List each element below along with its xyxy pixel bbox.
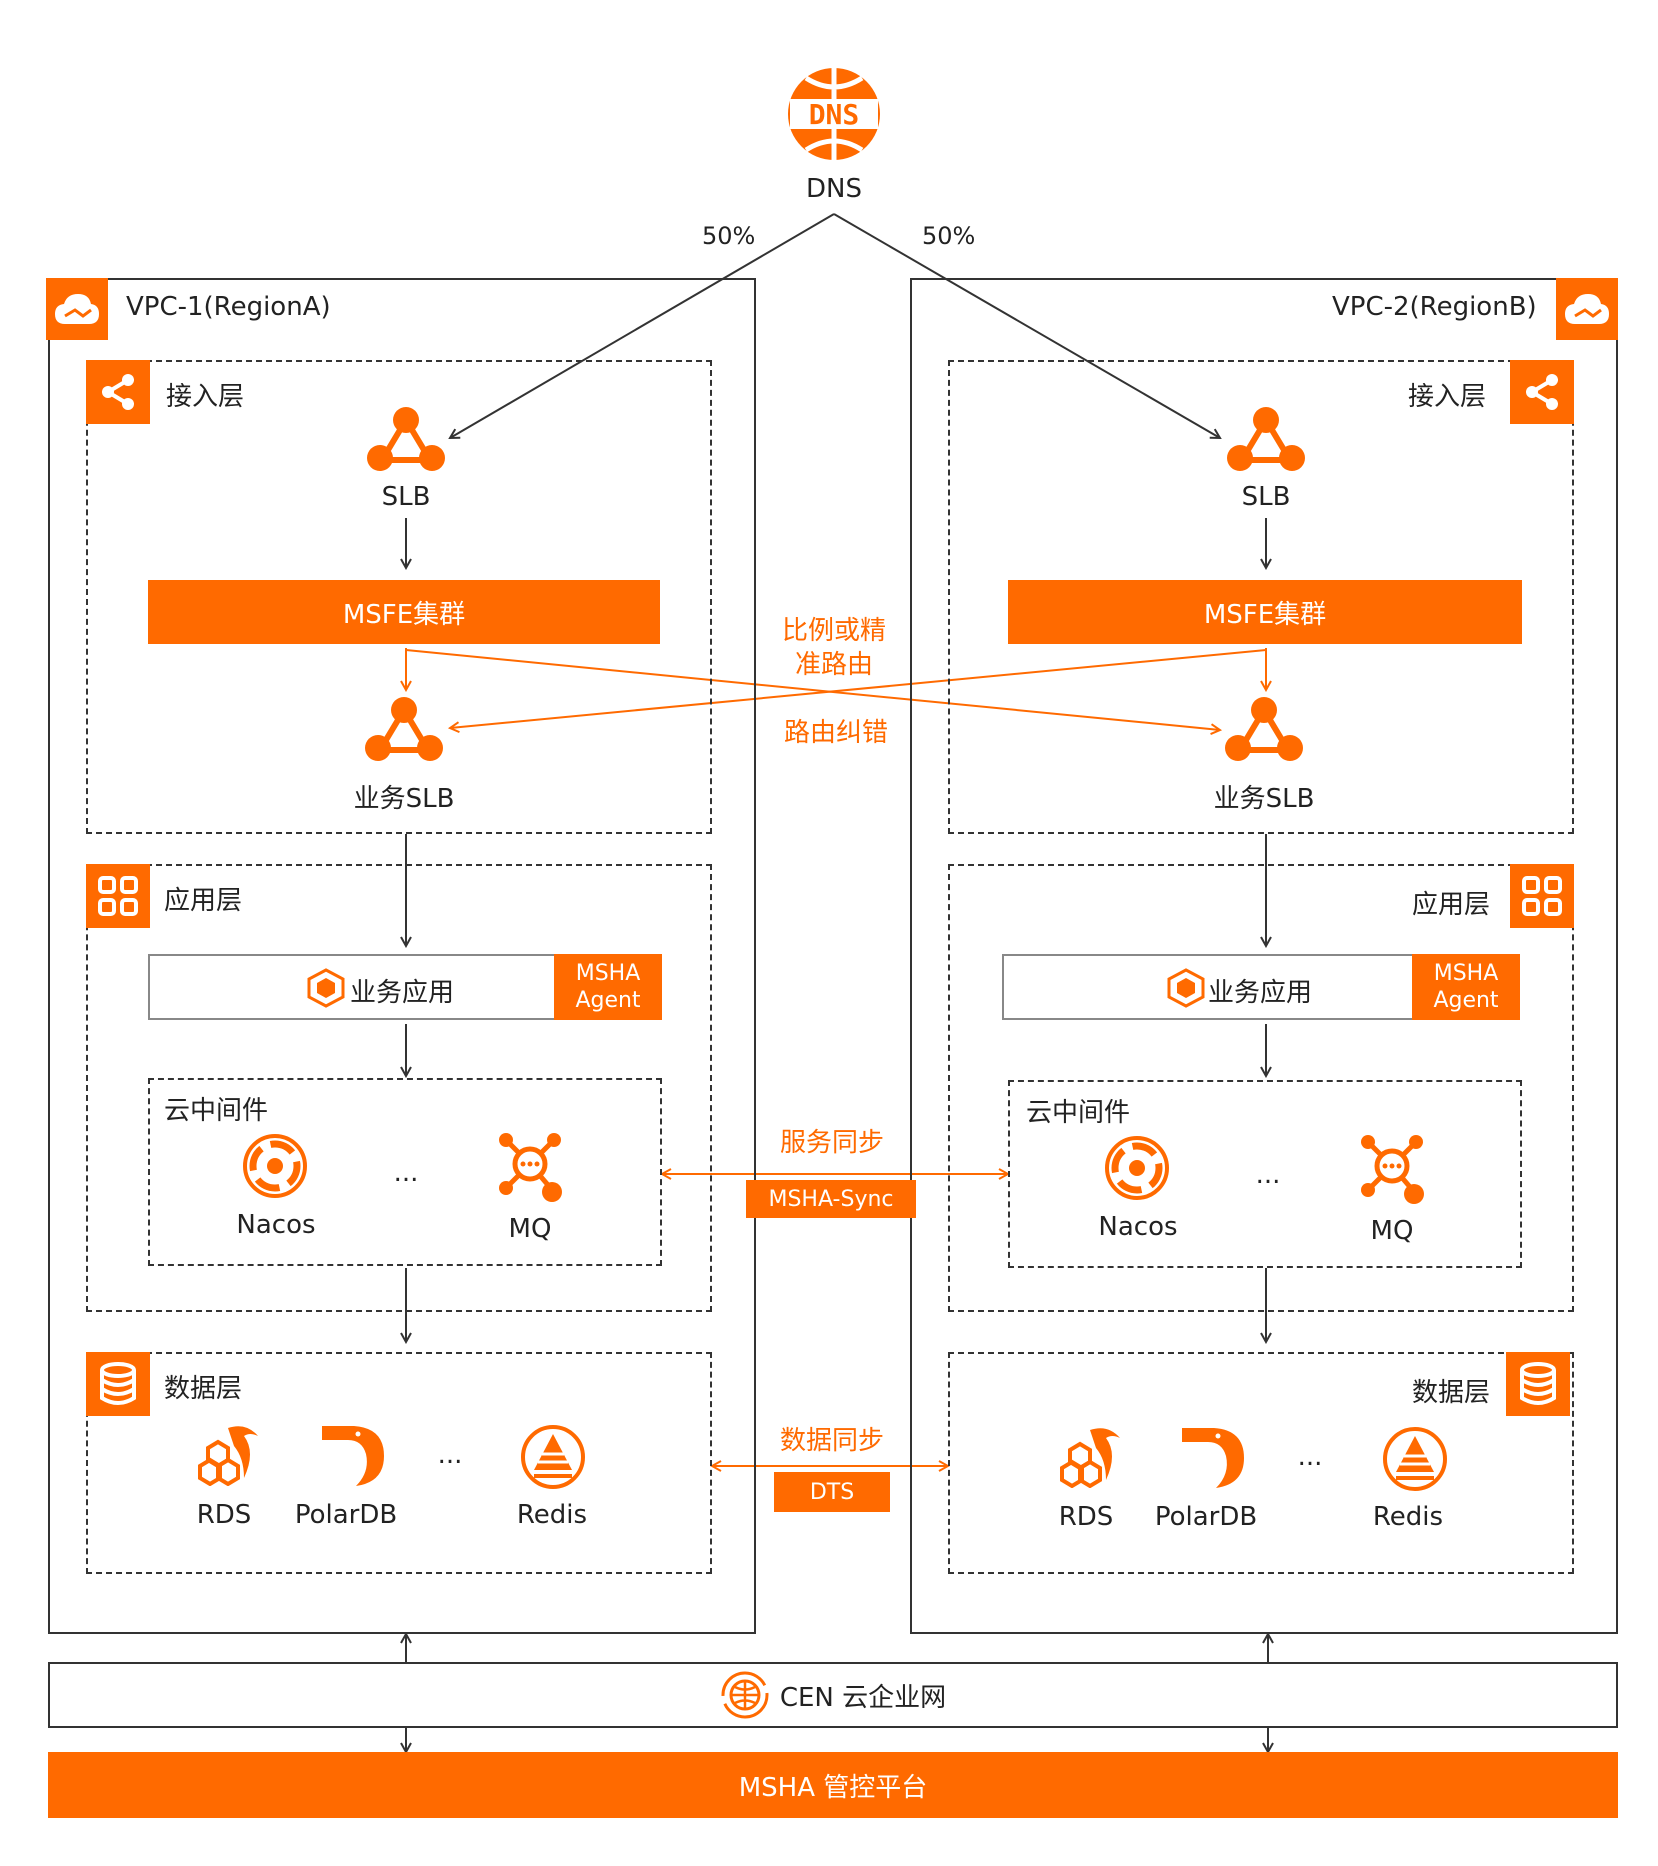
right-redis-label: Redis xyxy=(1372,1502,1444,1532)
dns-globe-icon: DNS xyxy=(788,68,880,160)
left-app-badge xyxy=(86,864,150,928)
vpc-left-cloud-badge xyxy=(46,278,108,340)
right-slb-label: SLB xyxy=(1241,482,1291,512)
routing-label-line2: 准路由 xyxy=(794,650,874,680)
right-middleware-box xyxy=(1008,1080,1522,1268)
route-fix-label: 路由纠错 xyxy=(783,718,889,748)
database-icon xyxy=(100,1362,136,1405)
cen-label: CEN 云企业网 xyxy=(779,1682,947,1713)
right-biz-slb-label: 业务SLB xyxy=(1213,784,1315,814)
mq-icon xyxy=(499,1133,562,1202)
cloud-icon xyxy=(1565,294,1609,324)
right-data-ellipsis: ... xyxy=(1297,1442,1323,1472)
right-rds-label: RDS xyxy=(1058,1502,1114,1532)
database-icon xyxy=(1520,1362,1556,1405)
agent-line2: Agent xyxy=(575,988,641,1013)
right-slb-icon xyxy=(1227,407,1305,471)
share-icon xyxy=(102,374,134,410)
grid-icon xyxy=(1522,876,1562,916)
right-split-percent: 50% xyxy=(922,222,976,250)
svg-text:DNS: DNS xyxy=(809,98,860,131)
left-mq-label: MQ xyxy=(508,1214,552,1244)
left-msfe-cluster: MSFE集群 xyxy=(148,580,660,644)
cube-icon xyxy=(1167,968,1205,1008)
left-data-ellipsis: ... xyxy=(437,1440,463,1470)
vpc-right-title: VPC-2(RegionB) xyxy=(1332,292,1537,322)
agent-line1: MSHA xyxy=(575,961,641,986)
right-access-title: 接入层 xyxy=(1408,382,1487,412)
left-middleware-title: 云中间件 xyxy=(164,1096,269,1126)
dns-label: DNS xyxy=(806,174,862,204)
left-biz-slb-label: 业务SLB xyxy=(353,784,455,814)
right-access-badge xyxy=(1510,360,1574,424)
left-slb-label: SLB xyxy=(381,482,431,512)
dts-tag: DTS xyxy=(774,1472,890,1512)
right-data-layer xyxy=(948,1352,1574,1574)
msha-sync-tag: MSHA-Sync xyxy=(746,1180,916,1218)
left-nacos-label: Nacos xyxy=(236,1210,316,1240)
left-middleware-ellipsis: ... xyxy=(393,1158,419,1188)
left-app-layer xyxy=(86,864,712,1312)
rds-icon xyxy=(1060,1428,1120,1488)
left-access-layer xyxy=(86,360,712,834)
agent-line1: MSHA xyxy=(1433,961,1499,986)
left-polardb-label: PolarDB xyxy=(294,1500,398,1530)
left-redis-label: Redis xyxy=(516,1500,588,1530)
cloud-icon xyxy=(55,294,99,324)
vpc-right-cloud-badge xyxy=(1556,278,1618,340)
cube-icon xyxy=(307,968,345,1008)
right-middleware-ellipsis: ... xyxy=(1255,1160,1281,1190)
left-middleware-box xyxy=(148,1078,662,1266)
nacos-icon xyxy=(243,1134,307,1198)
left-app-title: 应用层 xyxy=(164,886,243,916)
agent-line2: Agent xyxy=(1433,988,1499,1013)
cen-globe-icon xyxy=(721,1671,769,1719)
rds-icon xyxy=(198,1426,258,1486)
vpc-left-title: VPC-1(RegionA) xyxy=(126,292,331,322)
right-app-badge xyxy=(1510,864,1574,928)
left-biz-slb-icon xyxy=(365,697,443,761)
right-nacos-label: Nacos xyxy=(1098,1212,1178,1242)
vpc-left-box xyxy=(48,278,756,1634)
redis-icon xyxy=(521,1425,585,1489)
grid-icon xyxy=(98,876,138,916)
msha-platform-bar: MSHA 管控平台 xyxy=(48,1752,1618,1818)
redis-icon xyxy=(1383,1427,1447,1491)
vpc-right-box xyxy=(910,278,1618,1634)
cen-bar: CEN 云企业网 xyxy=(48,1662,1618,1728)
polardb-icon xyxy=(322,1426,384,1486)
left-split-percent: 50% xyxy=(702,222,756,250)
right-middleware-title: 云中间件 xyxy=(1026,1098,1131,1128)
right-biz-app-label: 业务应用 xyxy=(1208,978,1313,1008)
mq-icon xyxy=(1361,1135,1424,1204)
left-data-badge xyxy=(86,1352,150,1416)
share-icon xyxy=(1526,374,1558,410)
service-sync-label: 服务同步 xyxy=(779,1128,885,1158)
right-msfe-cluster: MSFE集群 xyxy=(1008,580,1522,644)
right-data-title: 数据层 xyxy=(1412,1378,1491,1408)
left-data-layer xyxy=(86,1352,712,1574)
left-biz-app-label: 业务应用 xyxy=(350,978,455,1008)
data-sync-label: 数据同步 xyxy=(779,1426,885,1456)
right-polardb-label: PolarDB xyxy=(1154,1502,1258,1532)
polardb-icon xyxy=(1182,1428,1244,1488)
left-data-title: 数据层 xyxy=(164,1374,243,1404)
right-app-title: 应用层 xyxy=(1412,890,1491,920)
right-data-badge xyxy=(1506,1352,1570,1416)
left-rds-label: RDS xyxy=(196,1500,252,1530)
left-slb-icon xyxy=(367,407,445,471)
right-app-layer xyxy=(948,864,1574,1312)
left-msha-agent: MSHA Agent xyxy=(554,954,662,1020)
right-mq-label: MQ xyxy=(1370,1216,1414,1246)
left-access-badge xyxy=(86,360,150,424)
left-access-title: 接入层 xyxy=(166,382,245,412)
nacos-icon xyxy=(1105,1136,1169,1200)
right-msha-agent: MSHA Agent xyxy=(1412,954,1520,1020)
routing-label-line1: 比例或精 xyxy=(781,616,887,646)
right-biz-slb-icon xyxy=(1225,697,1303,761)
right-access-layer xyxy=(948,360,1574,834)
